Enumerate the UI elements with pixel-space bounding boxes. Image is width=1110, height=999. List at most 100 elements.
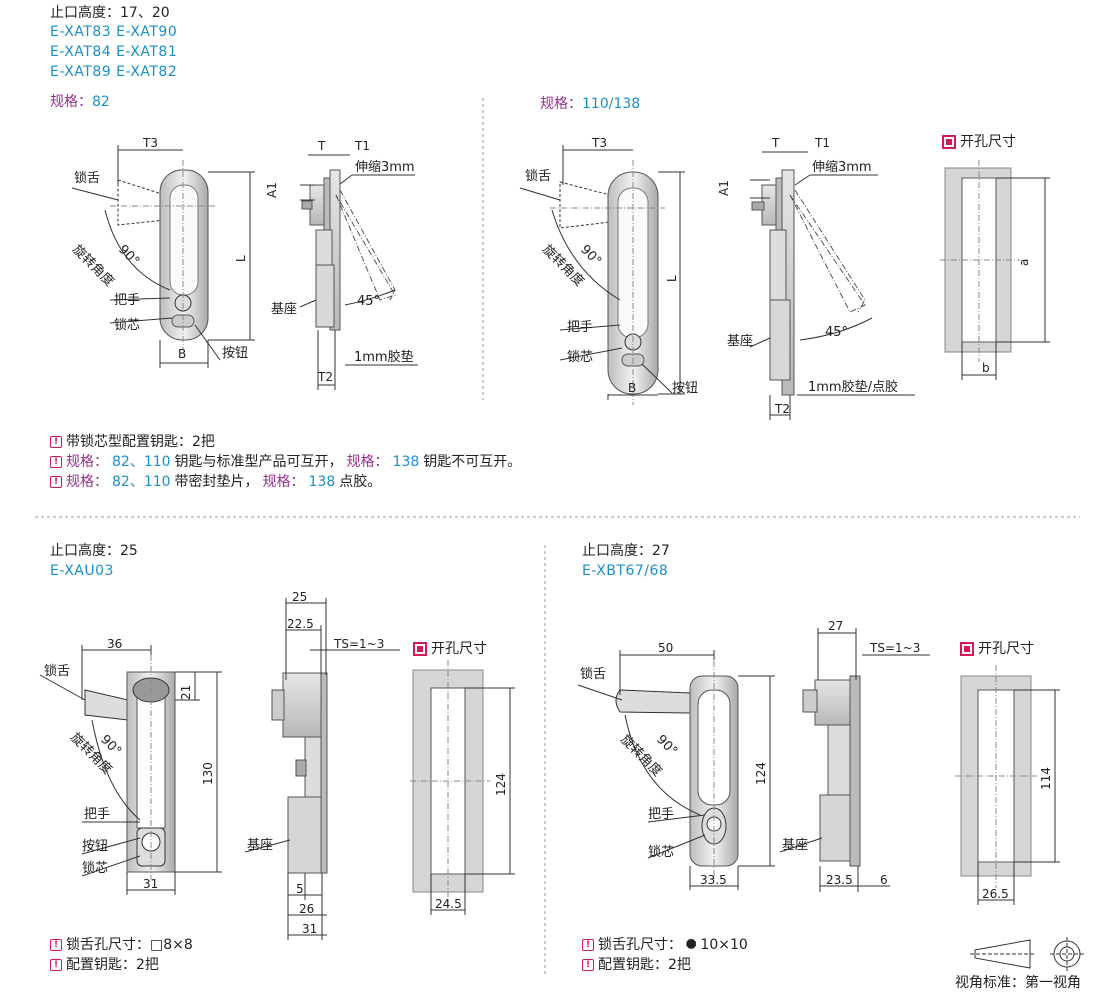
dim-B: B <box>628 381 636 395</box>
label-handle: 把手 <box>84 807 110 822</box>
side-view-82 <box>299 154 418 390</box>
info-icon: ! <box>50 476 62 489</box>
label-angle90: 90° <box>653 732 680 759</box>
side-view-xbt67 <box>779 628 930 892</box>
side-view-xau03 <box>244 598 400 940</box>
dim-T3: T3 <box>142 136 158 150</box>
label-handle: 把手 <box>648 807 674 822</box>
label-core: 锁芯 <box>114 317 140 333</box>
label-button: 按钮 <box>672 381 698 396</box>
note-s3-hole: !锁舌孔尺寸：⯃10×10 <box>582 937 748 954</box>
cutout-drawing-2 <box>410 660 515 915</box>
dim-6: 6 <box>880 873 888 887</box>
dim-L: L <box>234 255 248 262</box>
dim-T: T <box>771 136 780 150</box>
cutout-marker-icon <box>413 642 427 657</box>
dim-50: 50 <box>658 641 673 655</box>
dim-130: 130 <box>201 762 215 785</box>
dim-124: 124 <box>494 773 508 796</box>
front-view-82 <box>71 145 255 368</box>
octagon-icon: ⯃ <box>686 937 697 953</box>
cutout-title-3: 开孔尺寸 <box>960 641 1034 658</box>
label-core: 锁芯 <box>648 844 674 860</box>
label-handle: 把手 <box>114 293 140 308</box>
front-view-110 <box>519 145 685 405</box>
dim-ts: TS=1~3 <box>869 641 920 655</box>
label-tongue: 锁舌 <box>580 666 606 682</box>
label-tongue: 锁舌 <box>44 663 70 679</box>
model-line-2: E-XAT84 E-XAT81 <box>50 44 178 60</box>
dim-b: b <box>982 361 990 375</box>
dim-25: 25 <box>292 590 307 604</box>
dim-T2: T2 <box>317 370 333 384</box>
label-base: 基座 <box>727 334 753 349</box>
label-tongue: 锁舌 <box>74 170 100 186</box>
front-view-xau03 <box>39 645 222 895</box>
label-extend: 伸缩3mm <box>355 159 415 175</box>
note-s3-keys: !配置钥匙：2把 <box>582 957 691 974</box>
projection-symbol-icon <box>970 937 1084 971</box>
label-base: 基座 <box>247 838 273 853</box>
dim-23-5: 23.5 <box>826 873 853 887</box>
dim-ts: TS=1~3 <box>333 637 384 651</box>
label-angle45: 45° <box>825 325 848 340</box>
cutout-marker-icon <box>960 642 974 657</box>
dim-24-5: 24.5 <box>435 897 462 911</box>
label-gasket: 1mm胶垫/点胶 <box>808 379 898 395</box>
dim-114: 114 <box>1039 767 1053 790</box>
section3-model: E-XBT67/68 <box>582 563 669 579</box>
label-base: 基座 <box>271 302 297 317</box>
dim-31: 31 <box>143 877 158 891</box>
label-handle: 把手 <box>567 320 593 335</box>
dim-36: 36 <box>107 637 122 651</box>
cutout-title-2: 开孔尺寸 <box>413 641 487 658</box>
dim-26: 26 <box>299 902 314 916</box>
dim-T1: T1 <box>354 139 370 153</box>
label-core: 锁芯 <box>82 860 108 876</box>
view-standard-label: 视角标准：第一视角 <box>955 975 1081 991</box>
dim-5: 5 <box>296 882 304 896</box>
label-tongue: 锁舌 <box>525 168 551 184</box>
dim-22-5: 22.5 <box>287 617 314 631</box>
cutout-marker-icon <box>942 135 956 150</box>
note-s2-keys: !配置钥匙：2把 <box>50 957 159 974</box>
label-angle90: 90° <box>577 242 604 269</box>
info-icon: ! <box>50 456 62 469</box>
label-base: 基座 <box>782 838 808 853</box>
section2-height-label: 止口高度：25 <box>50 543 138 559</box>
dim-T2: T2 <box>774 402 790 416</box>
label-gasket: 1mm胶垫 <box>354 349 414 365</box>
label-angle45: 45° <box>357 294 380 309</box>
dim-33-5: 33.5 <box>700 873 727 887</box>
info-icon: ! <box>582 959 594 972</box>
cutout-drawing-3 <box>955 665 1060 905</box>
dim-L: L <box>665 275 679 282</box>
dim-T1: T1 <box>814 136 830 150</box>
label-core: 锁芯 <box>567 349 593 365</box>
dim-31b: 31 <box>302 922 317 936</box>
label-button: 按钮 <box>222 346 248 361</box>
note-keys: !带锁芯型配置钥匙：2把 <box>50 434 215 451</box>
side-view-110 <box>749 151 915 420</box>
section3-height-label: 止口高度：27 <box>582 543 670 559</box>
dim-T: T <box>317 139 326 153</box>
cutout-drawing-1 <box>940 160 1050 380</box>
model-line-1: E-XAT83 E-XAT90 <box>50 24 178 40</box>
cutout-title-1: 开孔尺寸 <box>942 134 1016 151</box>
section1-height-label: 止口高度：17、20 <box>50 5 170 21</box>
dim-a: a <box>1017 259 1031 266</box>
dim-A1: A1 <box>265 182 279 198</box>
label-extend: 伸缩3mm <box>812 159 872 175</box>
note-s2-hole: !锁舌孔尺寸：□8×8 <box>50 937 193 954</box>
spec-82-label: 规格：82 <box>50 94 110 110</box>
label-button: 按钮 <box>82 839 108 854</box>
dim-124: 124 <box>754 762 768 785</box>
info-icon: ! <box>50 959 62 972</box>
label-rotate: 旋转角度 <box>69 242 117 290</box>
model-line-3: E-XAT89 E-XAT82 <box>50 64 178 80</box>
info-icon: ! <box>50 436 62 449</box>
dim-A1: A1 <box>717 180 731 196</box>
spec-110-label: 规格：110/138 <box>540 96 641 112</box>
